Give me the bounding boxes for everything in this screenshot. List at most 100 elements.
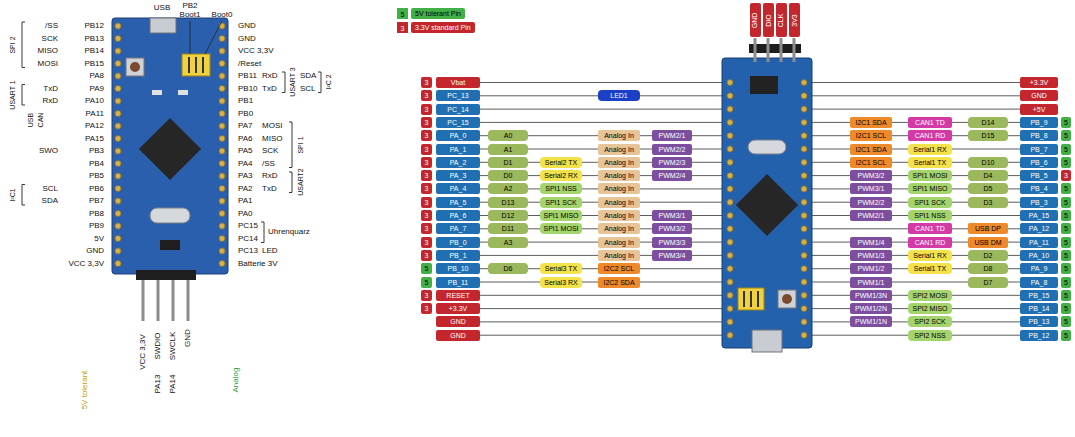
group-label: USART 1 bbox=[9, 80, 16, 109]
pin-label: PB1 bbox=[238, 97, 253, 105]
box-text: 3 bbox=[425, 305, 429, 312]
note-label: Analog bbox=[232, 368, 240, 393]
group-bracket bbox=[22, 22, 25, 205]
box-text: PA_5 bbox=[450, 199, 467, 206]
i2c-box: I2C1 SCL bbox=[850, 157, 892, 168]
voltage-badge: 5 bbox=[1061, 117, 1071, 128]
arduino-pin-box: D7 bbox=[968, 277, 1008, 288]
arduino-pin-box: D14 bbox=[968, 117, 1008, 128]
box-text: D0 bbox=[504, 172, 513, 179]
pin-label: GND bbox=[184, 329, 192, 347]
arduino-pin-box: A0 bbox=[488, 130, 528, 141]
pin-label: PA14 bbox=[169, 375, 177, 394]
arduino-pin-box: D4 bbox=[968, 170, 1008, 181]
box-text: GND bbox=[752, 12, 759, 28]
legend-digit: 5 bbox=[401, 10, 405, 17]
note-label: 5V tolerant bbox=[81, 371, 89, 410]
usb-connector bbox=[752, 330, 782, 352]
pin-label: PA12 bbox=[85, 122, 104, 130]
pin-box: PA_4 bbox=[436, 183, 480, 194]
group-label: USART 3 bbox=[289, 68, 296, 97]
pin-box: PB_13 bbox=[1020, 316, 1058, 327]
led-box: LED1 bbox=[598, 90, 640, 101]
box-text: CAN1 TD bbox=[915, 119, 945, 126]
pin-box: PA_2 bbox=[436, 157, 480, 168]
box-text: I2C2 SDA bbox=[603, 279, 634, 286]
box-text: 3V3 bbox=[791, 14, 798, 26]
pin-label: GND bbox=[238, 22, 256, 30]
can-box: CAN1 TD bbox=[908, 117, 952, 128]
pin-label: PC13 bbox=[238, 247, 258, 255]
box-text: PA_15 bbox=[1029, 212, 1050, 219]
box-text: PWM2/4 bbox=[659, 172, 686, 179]
pin-box: PA_7 bbox=[436, 223, 480, 234]
box-text: Analog In bbox=[604, 225, 634, 232]
box-text: PA_4 bbox=[450, 185, 467, 192]
pin-label: PC14 bbox=[238, 235, 258, 243]
pin-box: PA_11 bbox=[1020, 237, 1058, 248]
pin-box: PB_4 bbox=[1020, 183, 1058, 194]
box-text: D4 bbox=[984, 172, 993, 179]
pin-box: PB_12 bbox=[1020, 330, 1058, 341]
arduino-pin-box: D2 bbox=[968, 250, 1008, 261]
i2c-box: I2C1 SDA bbox=[850, 144, 892, 155]
serial-box: Serial2 RX bbox=[540, 170, 582, 181]
box-text: PB_10 bbox=[447, 265, 468, 272]
serial-box: Serial2 TX bbox=[540, 157, 582, 168]
box-text: D5 bbox=[984, 185, 993, 192]
box-text: 5 bbox=[1064, 212, 1068, 219]
pin-box: +5V bbox=[1020, 104, 1058, 115]
box-text: PWM3/1 bbox=[858, 185, 885, 192]
signal-label: RxD bbox=[42, 97, 58, 105]
microcontroller bbox=[139, 118, 201, 180]
voltage-badge: 3 bbox=[421, 90, 432, 101]
voltage-badge: 3 bbox=[421, 237, 432, 248]
box-text: Analog In bbox=[604, 199, 634, 206]
pin-box: PB_7 bbox=[1020, 144, 1058, 155]
voltage-badge: 3 bbox=[421, 117, 432, 128]
box-text: CLK bbox=[778, 13, 785, 27]
i2c-box: I2C1 SCL bbox=[850, 130, 892, 141]
box-text: PB_0 bbox=[449, 239, 466, 246]
usb-connector bbox=[150, 18, 176, 33]
signal-label: SDA bbox=[42, 197, 58, 205]
spi-box: SPI1 NSS bbox=[540, 183, 582, 194]
voltage-badge: 3 bbox=[421, 104, 432, 115]
spi-box: SPI2 MOSI bbox=[908, 290, 952, 301]
spi-box: SPI1 SCK bbox=[908, 197, 952, 208]
pin-label: PA4 bbox=[238, 160, 253, 168]
pin-label: Batterie 3V bbox=[238, 260, 278, 268]
voltage-badge: 5 bbox=[1061, 237, 1071, 248]
box-text: Analog In bbox=[604, 159, 634, 166]
arduino-pin-box: A3 bbox=[488, 237, 528, 248]
pwm-box: PWM2/2 bbox=[652, 144, 692, 155]
pin-box: PB_15 bbox=[1020, 290, 1058, 301]
voltage-badge: 5 bbox=[421, 263, 432, 274]
voltage-badge: 5 bbox=[1061, 290, 1071, 301]
voltage-badge: 3 bbox=[421, 183, 432, 194]
box-text: PWM1/1 bbox=[858, 279, 885, 286]
pin-box: +3.3V bbox=[436, 303, 480, 314]
voltage-badge: 5 bbox=[1061, 277, 1071, 288]
box-text: Serial2 RX bbox=[544, 172, 577, 179]
legend-digit: 3 bbox=[401, 24, 405, 31]
box-text: D13 bbox=[502, 199, 515, 206]
box-text: 3 bbox=[425, 239, 429, 246]
pin-label: PA6 bbox=[238, 135, 253, 143]
arduino-pin-box: D1 bbox=[488, 157, 528, 168]
legend-text: 3.3V standard Pin bbox=[411, 22, 475, 33]
pin-label: PA15 bbox=[85, 135, 104, 143]
voltage-badge: 3 bbox=[421, 144, 432, 155]
box-text: 5 bbox=[1064, 225, 1068, 232]
group-label: USART2 bbox=[297, 169, 304, 197]
pwm-box: PWM1/3N bbox=[850, 290, 892, 301]
can-box: CAN1 RD bbox=[908, 130, 952, 141]
pin-box: PA_5 bbox=[436, 197, 480, 208]
circuit-board bbox=[722, 58, 812, 348]
arduino-pin-box: D15 bbox=[968, 130, 1008, 141]
pin-label: PB0 bbox=[238, 110, 253, 118]
signal-label: SCK bbox=[262, 147, 278, 155]
jumper-pin bbox=[189, 57, 203, 73]
reset-button bbox=[126, 58, 144, 76]
signal-label: MISO bbox=[38, 47, 58, 55]
